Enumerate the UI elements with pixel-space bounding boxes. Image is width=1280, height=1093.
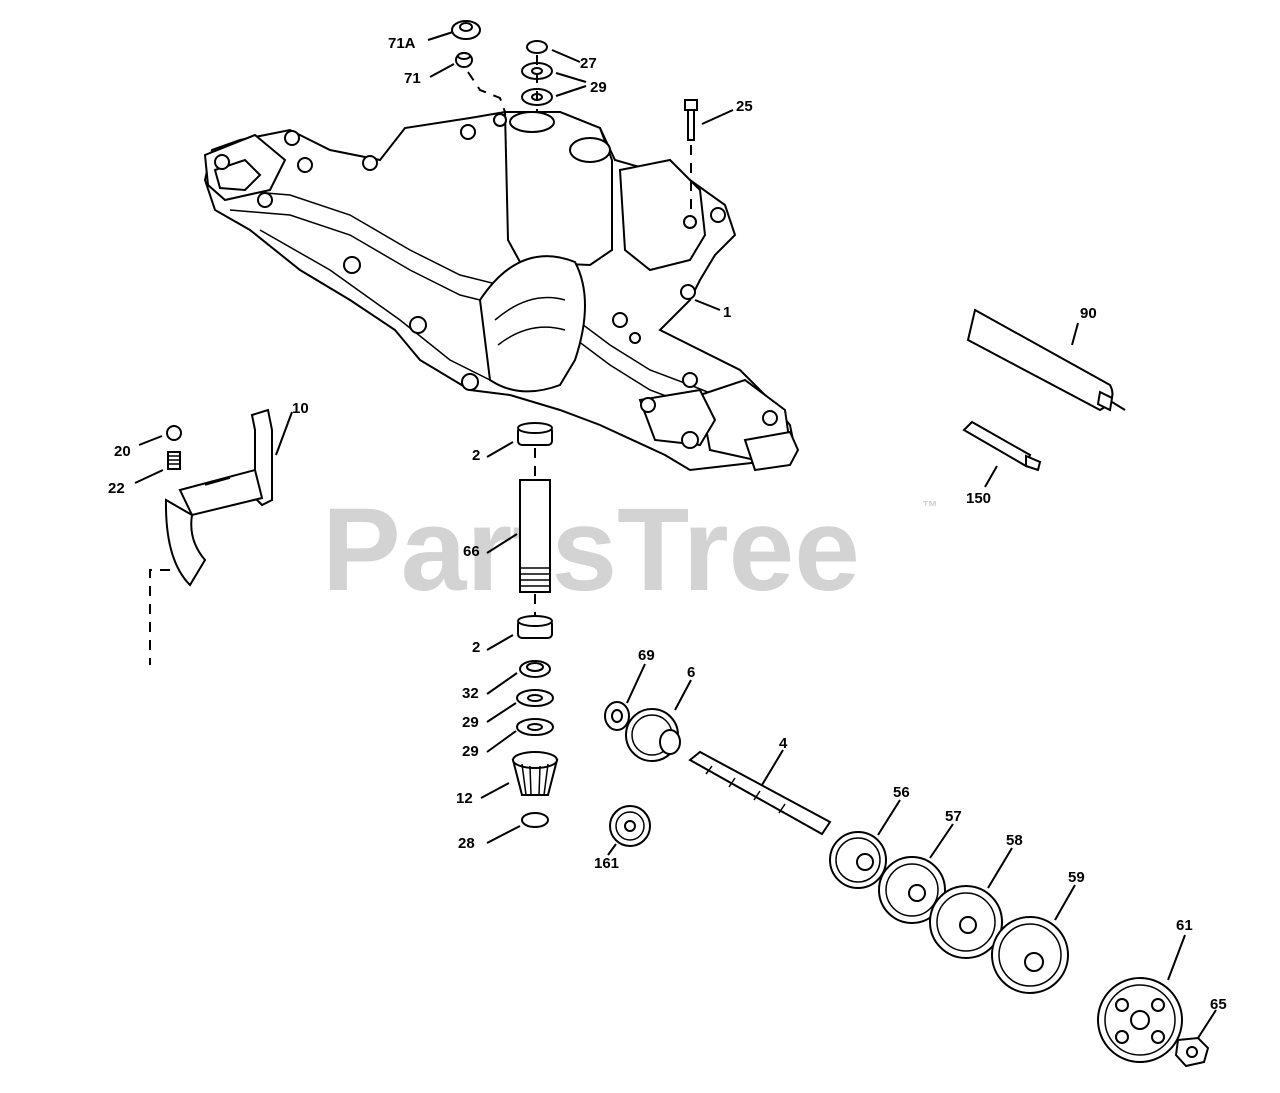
sealant-tube-150 xyxy=(962,420,1042,472)
spring-22 xyxy=(167,451,181,470)
callout-10: 10 xyxy=(292,400,309,417)
callout-4: 4 xyxy=(779,735,788,752)
callout-56: 56 xyxy=(893,784,910,801)
callout-22: 22 xyxy=(108,480,125,497)
callout-58: 58 xyxy=(1006,832,1023,849)
gear-59 xyxy=(991,916,1069,994)
washer-29-mid xyxy=(516,689,554,707)
bolt-25 xyxy=(684,99,698,141)
assembly-line-71 xyxy=(467,71,506,113)
gear-58 xyxy=(929,885,1003,959)
callout-25: 25 xyxy=(736,98,753,115)
callout-90: 90 xyxy=(1080,305,1097,322)
callout-150: 150 xyxy=(966,490,991,507)
callout-2a: 2 xyxy=(472,447,480,464)
callout-29c: 29 xyxy=(462,743,479,760)
bearing-2-top xyxy=(517,422,553,446)
callout-65: 65 xyxy=(1210,996,1227,1013)
bushing-71 xyxy=(455,52,473,68)
callout-161: 161 xyxy=(594,855,619,872)
washer-69 xyxy=(604,701,630,731)
callout-71: 71 xyxy=(404,70,421,87)
shaft-4 xyxy=(688,750,832,836)
callout-69: 69 xyxy=(638,647,655,664)
assembly-line-10 xyxy=(149,569,170,665)
callout-66: 66 xyxy=(463,543,480,560)
callout-28: 28 xyxy=(458,835,475,852)
shift-fork-10 xyxy=(164,408,273,587)
gear-61 xyxy=(1097,977,1183,1063)
callout-32: 32 xyxy=(462,685,479,702)
watermark-trademark: ™ xyxy=(922,499,938,516)
ball-20 xyxy=(166,425,182,441)
callout-20: 20 xyxy=(114,443,131,460)
callout-29a: 29 xyxy=(590,79,607,96)
shaft-66 xyxy=(519,479,551,593)
callout-1: 1 xyxy=(723,304,731,321)
seal-32 xyxy=(519,660,551,678)
gear-56 xyxy=(829,831,887,889)
gear-161 xyxy=(609,805,651,847)
leader-lines xyxy=(134,31,1217,1039)
callout-6: 6 xyxy=(687,664,695,681)
callout-29b: 29 xyxy=(462,714,479,731)
gear-57 xyxy=(878,856,946,924)
bevel-gear-12 xyxy=(511,751,559,796)
watermark-text: PartsTree xyxy=(322,484,860,616)
retaining-ring-27 xyxy=(526,40,548,54)
retaining-ring-28 xyxy=(521,812,549,828)
transaxle-housing xyxy=(203,111,800,472)
bearing-2-bottom xyxy=(517,615,553,639)
callout-2b: 2 xyxy=(472,639,480,656)
nut-65 xyxy=(1174,1036,1210,1068)
grease-tube-90 xyxy=(966,308,1126,412)
callout-71A: 71A xyxy=(388,35,416,52)
callout-57: 57 xyxy=(945,808,962,825)
callout-12: 12 xyxy=(456,790,473,807)
bushing-71a xyxy=(451,20,481,40)
washer-29-low xyxy=(516,718,554,736)
callout-59: 59 xyxy=(1068,869,1085,886)
gear-6 xyxy=(625,708,681,762)
callout-61: 61 xyxy=(1176,917,1193,934)
callout-27: 27 xyxy=(580,55,597,72)
